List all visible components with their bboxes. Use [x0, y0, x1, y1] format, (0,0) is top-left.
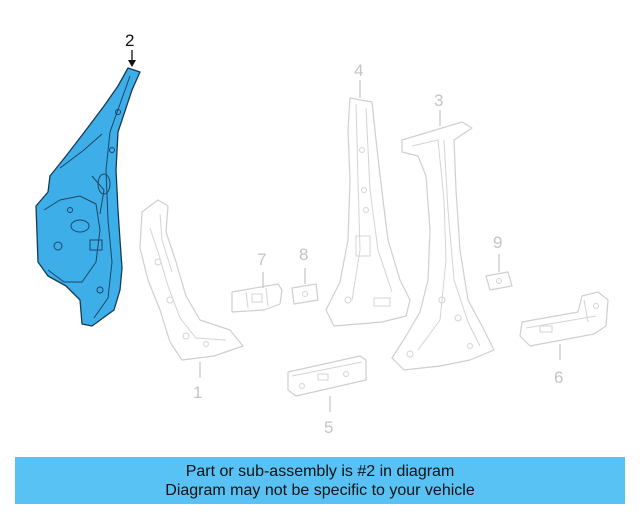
- callout-1[interactable]: 1: [193, 383, 202, 402]
- part-9[interactable]: [485, 271, 513, 291]
- callout-4[interactable]: 4: [354, 61, 363, 80]
- info-banner: Part or sub-assembly is #2 in diagram Di…: [15, 457, 625, 504]
- callout-8[interactable]: 8: [299, 245, 308, 264]
- part-3[interactable]: [391, 121, 495, 371]
- leader-2-arrowhead: [128, 60, 136, 67]
- callout-3[interactable]: 3: [434, 91, 443, 110]
- part-7[interactable]: [231, 283, 283, 313]
- callout-2[interactable]: 2: [125, 31, 134, 50]
- part-8[interactable]: [291, 283, 319, 305]
- part-2-highlighted[interactable]: [35, 67, 141, 327]
- parts-diagram: 1 7 8 4 3: [35, 31, 609, 437]
- callout-6[interactable]: 6: [554, 368, 563, 387]
- part-1[interactable]: [139, 199, 244, 361]
- banner-line-1: Part or sub-assembly is #2 in diagram: [185, 463, 455, 480]
- part-6[interactable]: [519, 291, 609, 347]
- callout-5[interactable]: 5: [324, 418, 333, 437]
- part-5[interactable]: [287, 355, 367, 397]
- callout-7[interactable]: 7: [257, 250, 266, 269]
- callout-9[interactable]: 9: [493, 233, 502, 252]
- banner-line-2: Diagram may not be specific to your vehi…: [165, 482, 475, 499]
- part-4[interactable]: [325, 97, 411, 327]
